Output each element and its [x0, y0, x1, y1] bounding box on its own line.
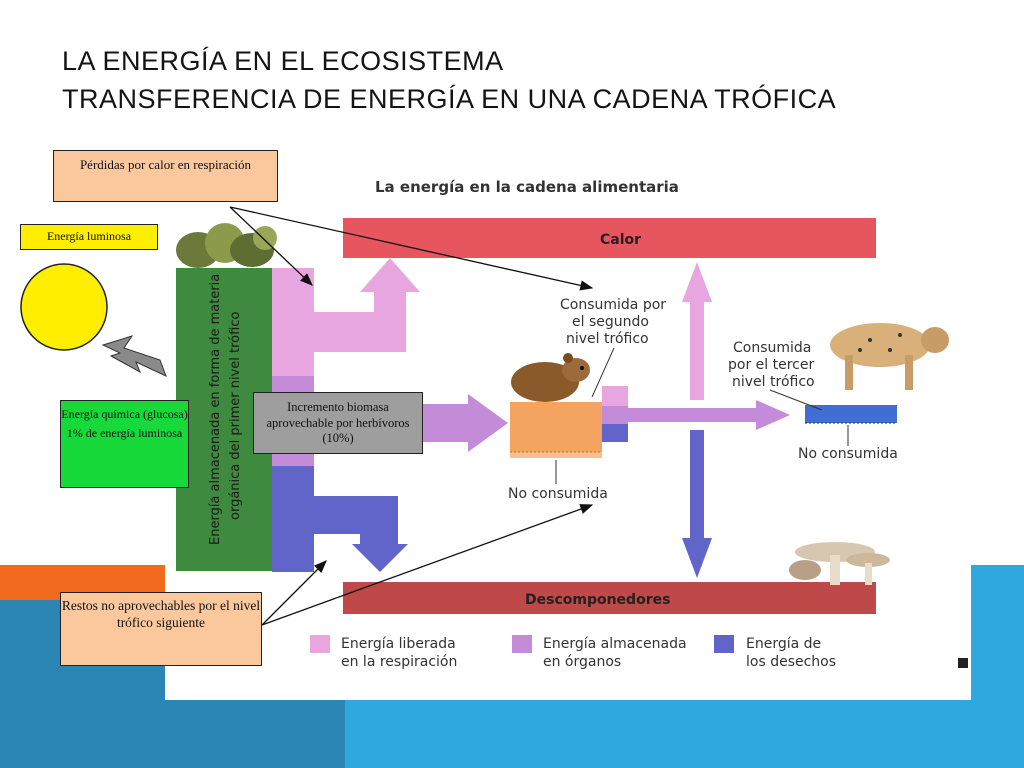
- lynx-illustration: [830, 323, 949, 390]
- consumida-tercer-line3: nivel trófico: [732, 374, 815, 390]
- legend-organs-line2: en órganos: [543, 654, 621, 670]
- consumida-segundo-line3: nivel trófico: [566, 331, 649, 347]
- porcentaje-text: 1% de energía luminosa: [66, 426, 183, 440]
- consumida-segundo-line2: el segundo: [572, 314, 649, 330]
- pink-respiration-flow: [272, 258, 420, 376]
- no-consumida-second: No consumida: [508, 486, 608, 502]
- second-trophic-block: [510, 386, 628, 458]
- black-marker: [958, 658, 968, 668]
- arrow-perdidas-to-pink: [229, 206, 313, 286]
- blue-waste-flow: [272, 466, 408, 572]
- legend-swatch-waste: [714, 635, 734, 653]
- callout-energia-quimica: Energía química (glucosa) 1% de energía …: [60, 400, 189, 488]
- legend-swatch-organs: [512, 635, 532, 653]
- arrow-restos-to-no-consumida: [261, 504, 594, 626]
- sun-icon: [20, 263, 108, 351]
- slide-title-line1: LA ENERGÍA EN EL ECOSISTEMA: [62, 46, 504, 76]
- arrow-perdidas-to-second: [229, 206, 594, 291]
- consumida-tercer-line2: por el tercer: [728, 357, 814, 373]
- legend-organs-line1: Energía almacenada: [543, 636, 687, 652]
- descomponedores-label: Descomponedores: [525, 592, 670, 608]
- arrow-right-to-third-level: [628, 400, 790, 430]
- legend: Energía liberada en la respiración Energ…: [310, 635, 836, 670]
- diagram-title: La energía en la cadena alimentaria: [375, 178, 679, 196]
- calor-label: Calor: [600, 232, 641, 248]
- vertical-label-line2: orgánica del primer nivel trófico: [228, 312, 243, 520]
- leader-tercer: [769, 389, 823, 411]
- calor-bar: [343, 218, 876, 258]
- rodent-illustration: [511, 353, 590, 402]
- legend-respiration-line2: en la respiración: [341, 654, 457, 670]
- descomponedores-bar: [343, 582, 876, 614]
- arrow-restos-to-blue: [261, 560, 327, 626]
- arrow-down-second-level: [682, 430, 712, 578]
- slide-title-line2: TRANSFERENCIA DE ENERGÍA EN UNA CADENA T…: [62, 84, 837, 114]
- leader-segundo: [591, 347, 615, 398]
- plants-illustration: [176, 223, 277, 268]
- vertical-label-line1: Energía almacenada en forma de materia: [208, 274, 223, 545]
- callout-energia-luminosa: Energía luminosa: [20, 224, 158, 250]
- callout-perdidas-calor: Pérdidas por calor en respiración: [53, 150, 278, 202]
- blue-right-shape: [345, 565, 1024, 768]
- arrow-up-second-level: [682, 262, 712, 400]
- consumida-tercer-line1: Consumida: [733, 340, 811, 356]
- callout-incremento-biomasa: Incremento biomasa aprovechable por herb…: [253, 392, 423, 454]
- mushrooms-illustration: [789, 542, 890, 585]
- lightning-bolt-icon: [101, 335, 167, 377]
- third-trophic-bar: [805, 405, 897, 423]
- legend-respiration-line1: Energía liberada: [341, 636, 456, 652]
- energia-quimica-text: Energía química (glucosa): [61, 407, 188, 421]
- legend-waste-line2: los desechos: [746, 654, 836, 670]
- no-consumida-third: No consumida: [798, 446, 898, 462]
- consumida-segundo-line1: Consumida por: [560, 297, 666, 313]
- legend-swatch-respiration: [310, 635, 330, 653]
- callout-restos-no-aprovechables: Restos no aprovechables por el nivel tró…: [60, 592, 262, 666]
- legend-waste-line1: Energía de: [746, 636, 821, 652]
